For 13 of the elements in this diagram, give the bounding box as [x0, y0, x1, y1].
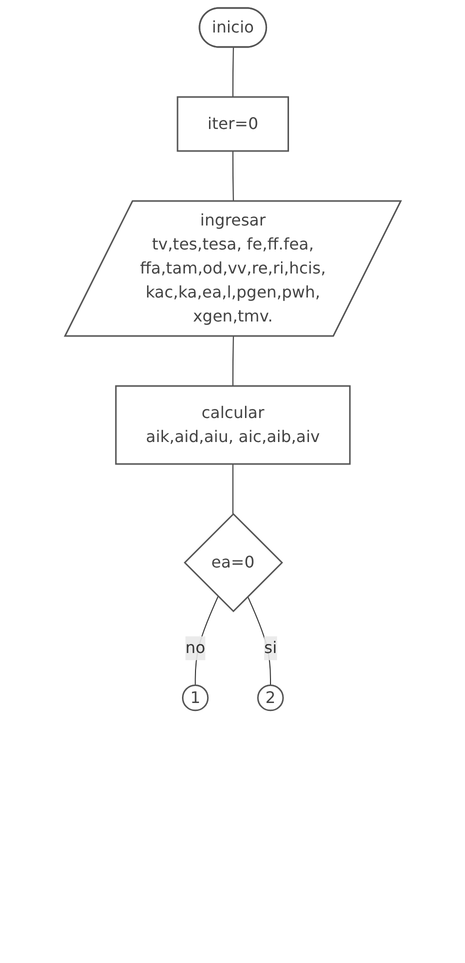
node-box: calcular aik,aid,aiu, aic,aib,aiv — [114, 385, 350, 465]
node-box: iter=0 — [176, 96, 289, 152]
edge-label: si — [264, 638, 276, 658]
connector — [232, 464, 233, 514]
connector — [232, 47, 234, 98]
node-diamond: ea=0 — [183, 512, 283, 612]
connector — [232, 336, 234, 386]
connector — [232, 150, 234, 202]
connector — [246, 596, 271, 686]
node-circle: 2 — [256, 684, 284, 712]
edge-label: no — [184, 638, 205, 658]
connector — [194, 596, 218, 686]
node-circle: 1 — [182, 684, 208, 712]
